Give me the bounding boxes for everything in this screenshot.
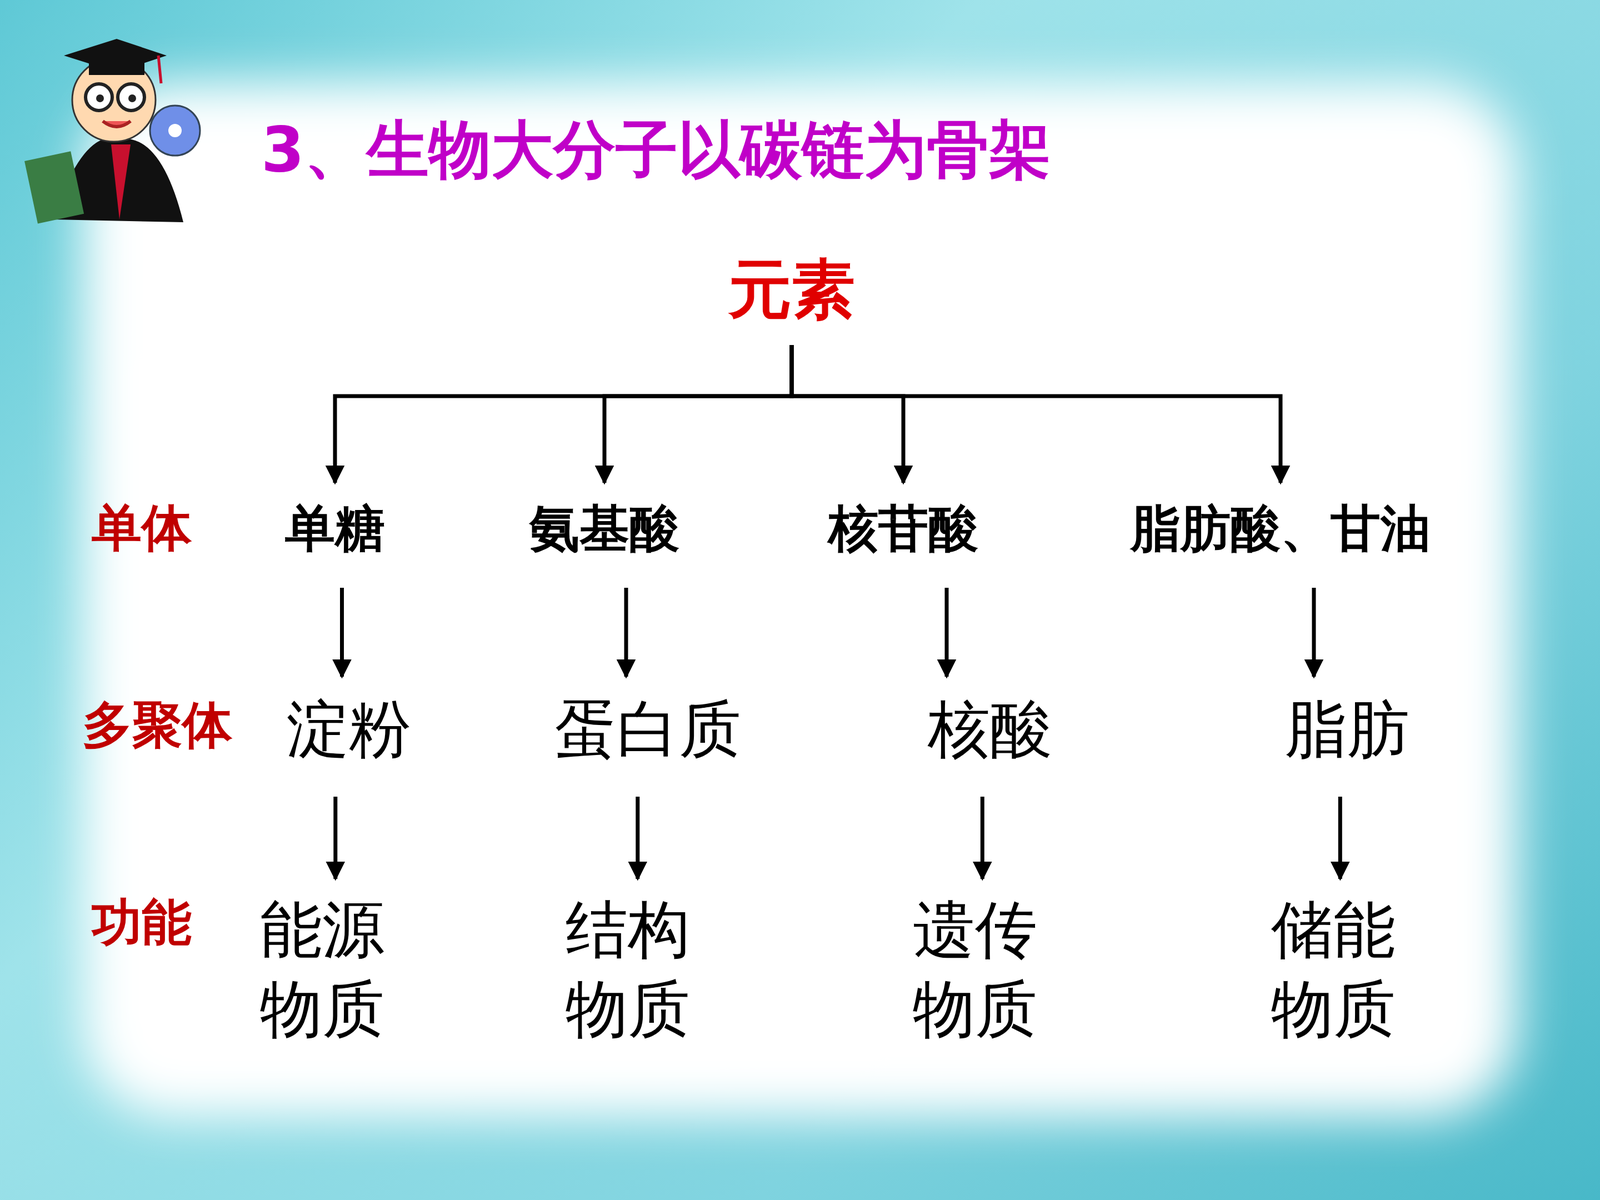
root-term: 元素 (728, 247, 855, 333)
polymer: 脂肪 (1285, 687, 1410, 772)
row-label: 多聚体 (82, 696, 233, 754)
arrow-connector (791, 345, 1281, 483)
node-text: 能源 物质 (256, 890, 388, 1050)
node-text: 核酸 (927, 687, 1053, 772)
node-text: 储能 物质 (1267, 890, 1399, 1050)
arrow-connector (945, 587, 949, 677)
node-text: 脂肪 (1285, 687, 1410, 772)
teacher-cartoon (24, 38, 200, 224)
node-text: 核苷酸 (828, 495, 979, 563)
node-text: 淀粉 (286, 687, 412, 772)
function-term: 结构 物质 (562, 890, 693, 1050)
node-text: 脂肪酸、甘油 (1130, 495, 1431, 563)
node-text: 结构 物质 (562, 890, 693, 1050)
polymer: 蛋白质 (554, 687, 742, 772)
function-term: 遗传 物质 (909, 890, 1040, 1050)
arrow-connector (1312, 587, 1317, 677)
polymer: 核酸 (927, 687, 1053, 772)
polymer: 淀粉 (286, 687, 412, 772)
arrow-connector (624, 587, 629, 677)
node-text: 单糖 (285, 495, 385, 563)
arrow-connector (1338, 796, 1343, 879)
monomer: 核苷酸 (828, 495, 979, 563)
arrow-connector (635, 796, 640, 879)
node-text: 氨基酸 (529, 495, 680, 563)
monomer: 脂肪酸、甘油 (1130, 495, 1431, 563)
arrow-connector (335, 345, 792, 483)
arrow-connector (604, 345, 792, 483)
node-text: 元素 (728, 247, 855, 333)
monomer: 氨基酸 (529, 495, 680, 563)
row-label: 单体 (91, 498, 192, 557)
arrow-connector (980, 796, 985, 879)
arrow-connector (333, 796, 338, 879)
function-term: 能源 物质 (256, 890, 388, 1050)
node-text: 蛋白质 (554, 687, 742, 772)
monomer: 单糖 (285, 495, 385, 563)
row-label: 功能 (91, 893, 192, 952)
function-term: 储能 物质 (1267, 890, 1399, 1050)
arrow-connector (791, 345, 904, 483)
arrow-connector (340, 587, 344, 677)
slide-title: 3、生物大分子以碳链为骨架 (261, 113, 1052, 186)
node-text: 遗传 物质 (909, 890, 1040, 1050)
